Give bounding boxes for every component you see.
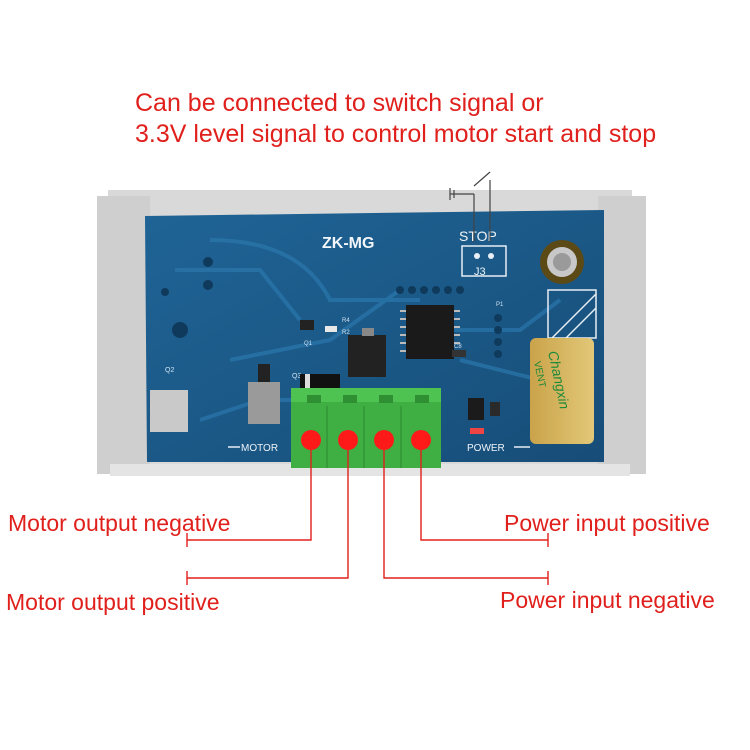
switch-symbol [449, 171, 491, 242]
silk-q1: Q1 [304, 341, 313, 347]
silk-stop: STOP [459, 228, 497, 244]
q2-pad [150, 390, 188, 432]
capacitor-text: VENT [531, 360, 547, 388]
silk-motor: MOTOR [241, 443, 278, 454]
silk-q2: Q2 [165, 367, 174, 374]
q3-transistor [248, 382, 280, 424]
controller-ic [406, 305, 454, 359]
marker-motor-negative [301, 430, 321, 450]
leader-motor-negative [187, 450, 312, 541]
terminal-markers [301, 430, 431, 450]
label-power-input-positive: Power input positive [504, 510, 710, 536]
leader-lines [186, 450, 549, 585]
pcb: Q2 Q3 Q1 R4 R2 C8 P1 [145, 210, 604, 462]
stop-connector [461, 245, 507, 277]
label-motor-output-negative: Motor output negative [8, 510, 231, 536]
leader-motor-positive [187, 450, 349, 579]
marker-motor-positive [338, 430, 358, 450]
silk-r4: R4 [342, 318, 350, 324]
power-ic [348, 335, 386, 377]
label-power-input-negative: Power input negative [500, 587, 715, 613]
silk-c8: C8 [454, 344, 462, 350]
leader-power-negative [383, 450, 548, 579]
silk-j3: J3 [474, 266, 486, 278]
silk-r2: R2 [342, 330, 350, 336]
caption: Can be connected to switch signal or 3.3… [135, 88, 656, 150]
marker-power-positive [411, 430, 431, 450]
silk-power: POWER [467, 443, 505, 454]
electrolytic-capacitor [540, 240, 584, 284]
film-capacitor: Changxin VENT [530, 338, 594, 444]
terminal-block [291, 388, 441, 468]
board-model: ZK-MG [322, 235, 374, 252]
caption-line-2: 3.3V level signal to control motor start… [135, 120, 657, 148]
marker-power-negative [374, 430, 394, 450]
label-motor-output-positive: Motor output positive [6, 589, 220, 615]
silk-p1: P1 [496, 302, 504, 308]
caption-line-1: Can be connected to switch signal or [135, 89, 544, 117]
silk-q3: Q3 [292, 373, 301, 380]
leader-power-positive [420, 450, 548, 541]
